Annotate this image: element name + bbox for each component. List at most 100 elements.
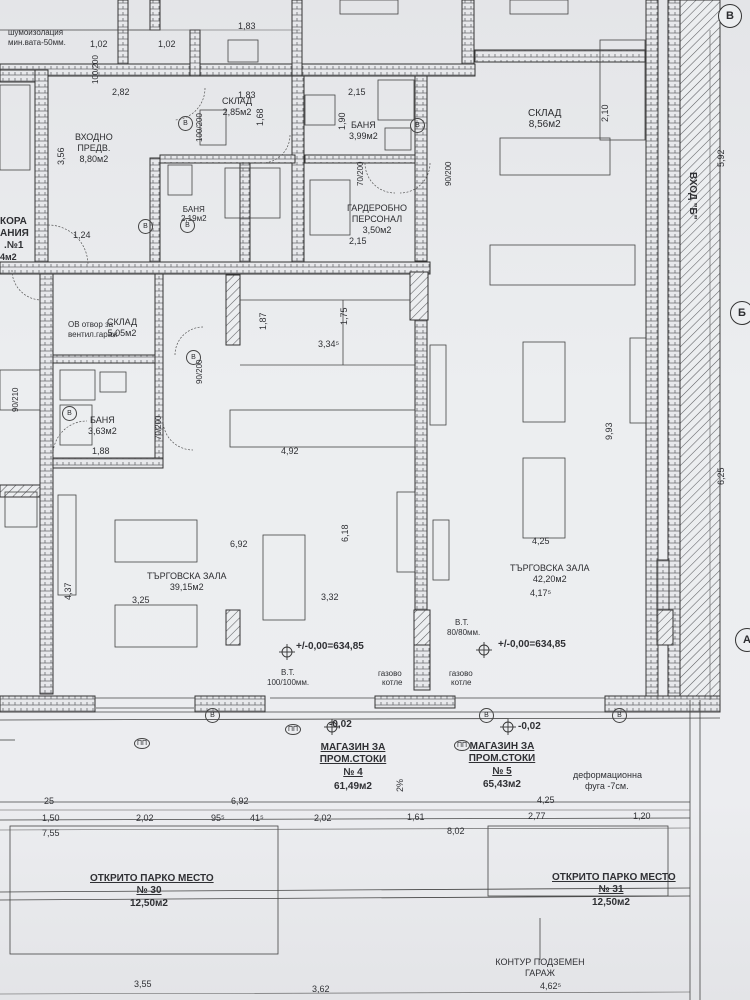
room-storage-small: СКЛАД 2,85м2 [222,96,252,118]
dim: 1,88 [92,446,110,456]
door-swings [11,87,431,456]
dim: 3,62 [312,984,330,994]
dim: 1,24 [73,230,91,240]
dim: 1,83 [238,21,256,31]
dim: 9,93 [604,422,614,440]
gas-boiler-1b: котле [382,678,403,687]
level-mark-left: +/-0,00=634,85 [296,641,364,652]
parking-31-number: № 31 [598,884,624,895]
room-hall-left-area: 39,15м2 [169,582,204,592]
dim: 4,25 [532,536,550,546]
expansion-joint-note-2: фуга -7см. [585,781,629,791]
room-hall-right-area: 42,20м2 [532,574,567,584]
dim: 1,50 [42,813,60,823]
room-bath-left: БАНЯ 3,63м2 [88,415,117,437]
drain-label-1: В.Т. [281,668,295,677]
left-room-cut-1: КОРА [0,216,27,227]
dim: 6,92 [230,539,248,549]
door-tag: В [479,708,494,723]
level-offset-left: -0,02 [329,719,352,730]
room-hall-right-name: ТЪРГОВСКА ЗАЛА [510,563,590,573]
left-room-cut-3: .№1 [4,240,24,251]
room-bath-small: БАНЯ 2,19м2 [181,205,207,223]
axis-marker-b: Б [730,301,750,325]
dim: 3,56 [56,147,66,165]
level-markers [279,642,516,735]
dim: 1,61 [407,812,425,822]
door-size: 100/200 [91,55,100,84]
room-storage-mid-area: 5,05м2 [107,328,137,338]
room-wardrobe: ГАРДЕРОБНО ПЕРСОНАЛ 3,50м2 [347,203,407,236]
slope-label: 2% [395,778,405,792]
dim: 3,32 [321,592,339,602]
parking-30-number: № 30 [136,885,162,896]
room-bath-small-name: БАНЯ [182,205,205,214]
dim: 6,92 [231,796,249,806]
door-size: 90/210 [11,387,20,412]
shop5-line2: ПРОМ.СТОКИ [468,753,536,764]
gas-boiler-2: газово [449,669,473,678]
insulation-note: шумоизолация [8,28,64,37]
drain-label-2: В.Т. [455,618,469,627]
dim: 41⁵ [250,813,264,823]
dim: 2,02 [314,813,332,823]
dim: 4,62⁵ [540,981,562,991]
parking-31-label: ОТКРИТО ПАРКО МЕСТО [552,872,676,883]
parking-30-label: ОТКРИТО ПАРКО МЕСТО [90,873,214,884]
room-entry-area: 8,80м2 [79,154,109,164]
door-tag: В [186,350,201,365]
dim: 4,92 [281,446,299,456]
door-tag: В [138,219,153,234]
shop5-area: 65,43м2 [483,779,521,790]
dim: 2,82 [112,87,130,97]
room-bath-left-area: 3,63м2 [88,426,117,436]
room-bath-staff-area: 3,99м2 [349,131,378,141]
dim: 2,77 [528,811,546,821]
dim: 1,83 [238,90,256,100]
room-wardrobe-name: ГАРДЕРОБНО [347,203,407,213]
dim: 1,75 [339,307,349,325]
pp-marker-1: ПП [134,738,151,749]
dimension-lines [0,29,711,995]
shop4-number: № 4 [343,767,363,778]
dim: 2,15 [349,236,367,246]
storefront [95,697,605,709]
dim: 2,02 [136,813,154,823]
room-bath-left-name: БАНЯ [90,415,115,425]
room-wardrobe-name-2: ПЕРСОНАЛ [351,214,403,224]
vent-note-2: вентил.гараж [68,330,118,339]
room-bath-staff-name: БАНЯ [351,120,376,130]
garage-outline-label-2: ГАРАЖ [525,968,555,978]
dim: 3,34⁵ [318,339,340,349]
axis-marker-v: В [718,4,742,28]
dim: 4,17⁵ [530,588,552,598]
left-room-cut-2: АНИЯ [0,228,29,239]
level-mark-right: +/-0,00=634,85 [498,639,566,650]
shop4-area: 61,49м2 [334,781,372,792]
dim: 1,90 [337,112,347,130]
room-storage-small-area: 2,85м2 [222,107,252,117]
room-entry-name-2: ПРЕДВ. [77,143,111,153]
dim: 8,02 [447,826,465,836]
room-wardrobe-area: 3,50м2 [362,225,392,235]
drain-size-2: 80/80мм. [447,628,481,637]
dim: 1,68 [255,108,265,126]
drain-size-1: 100/100мм. [267,678,310,687]
dim: 1,87 [258,312,268,330]
door-tag: В [410,118,425,133]
shop5-line1: МАГАЗИН ЗА [469,741,535,752]
dim: 95⁵ [211,813,225,823]
vent-note: ОВ отвор за [68,320,114,329]
room-hall-right: ТЪРГОВСКА ЗАЛА 42,20м2 [510,563,590,585]
insulation-note-2: мин.вата-50мм. [8,38,66,47]
dim: 2,15 [348,87,366,97]
pp-marker-2: ПП [285,724,302,735]
dim: 6,25 [716,467,726,485]
dim: 6,18 [340,524,350,542]
door-tag: В [205,708,220,723]
room-storage-small-name: СКЛАД [222,96,253,106]
room-hall-left: ТЪРГОВСКА ЗАЛА 39,15м2 [147,571,227,593]
dim: 1,02 [158,39,176,49]
